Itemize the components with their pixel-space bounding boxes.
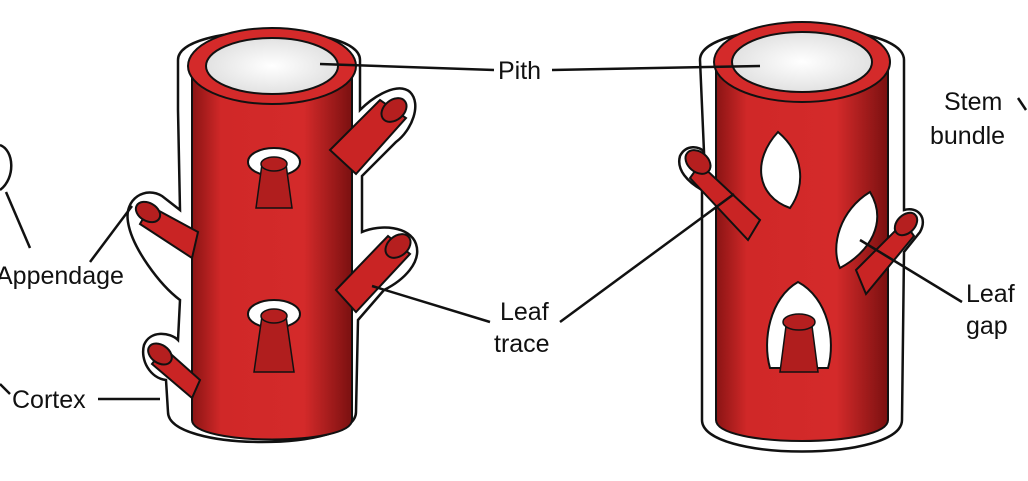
appendage-label: Appendage bbox=[0, 262, 124, 290]
right-stem bbox=[677, 21, 925, 453]
appendage-leader bbox=[4, 191, 32, 249]
stem-bundle-label-line2: bundle bbox=[930, 122, 1005, 150]
left-stem bbox=[0, 27, 419, 444]
leaf-trace-leader-right bbox=[559, 192, 735, 324]
right-pith-icon bbox=[731, 31, 873, 93]
leaf-trace-leader-left bbox=[371, 284, 491, 324]
right-vascular-cylinder bbox=[715, 69, 889, 442]
left-trace-upper-left-tip bbox=[134, 200, 162, 224]
leaf-trace-label-line1: Leaf bbox=[500, 298, 549, 326]
leaf-gap-leader bbox=[859, 238, 963, 304]
pith-label: Pith bbox=[498, 57, 541, 85]
left-trace-upper-right-tip bbox=[380, 97, 408, 123]
right-trace-right-tip bbox=[893, 211, 919, 237]
leader-lines bbox=[0, 62, 1028, 401]
right-front-trace bbox=[779, 313, 819, 373]
right-trace-right bbox=[854, 220, 916, 296]
left-trace-lower-left-tip bbox=[147, 342, 173, 366]
left-front-trace-upper bbox=[247, 147, 301, 209]
stem-bundle-leader bbox=[1016, 97, 1028, 111]
pith-leader-right bbox=[551, 64, 761, 72]
appendage-to-stem-leader bbox=[89, 205, 133, 263]
leaf-gap-label-line1: Leaf bbox=[966, 280, 1015, 308]
appendage-partial-circle bbox=[0, 143, 13, 191]
leaf-gap-middle bbox=[835, 190, 879, 270]
left-front-trace-lower bbox=[247, 299, 301, 373]
leaf-gap-upper bbox=[760, 130, 802, 210]
pith-leader-left bbox=[319, 62, 495, 72]
left-pith-icon bbox=[205, 37, 339, 95]
cortex-label: Cortex bbox=[12, 386, 86, 414]
left-trace-mid-right-tip bbox=[384, 233, 412, 259]
leaf-gap-label-line2: gap bbox=[966, 312, 1008, 340]
stem-bundle-label-line1: Stem bbox=[944, 88, 1002, 116]
leaf-trace-label-line2: trace bbox=[494, 330, 550, 358]
cortex-leader-stub bbox=[0, 383, 11, 395]
left-vascular-cylinder bbox=[191, 71, 353, 441]
right-trace-left-tip bbox=[684, 149, 712, 175]
